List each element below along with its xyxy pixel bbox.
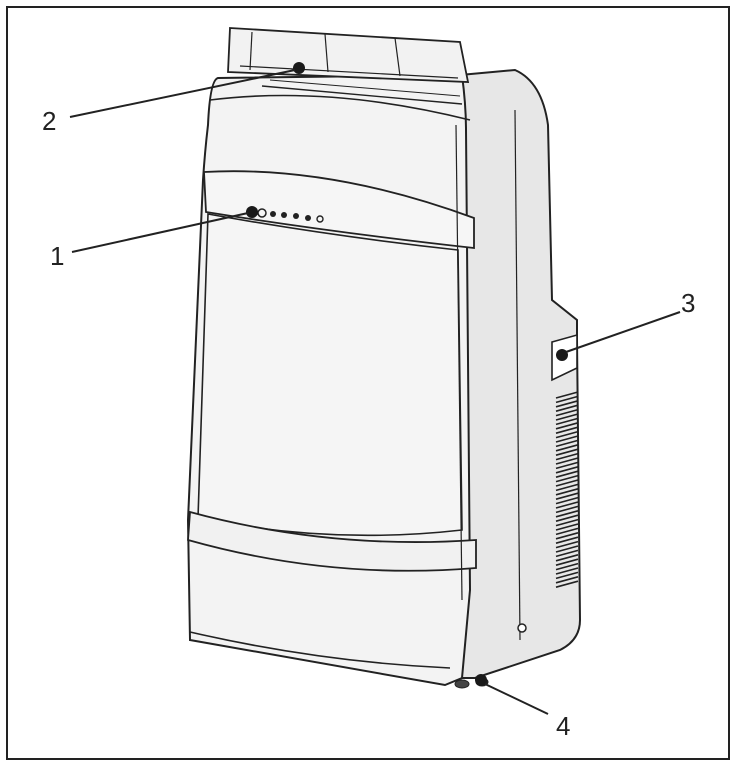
callout-4: 4 [475, 674, 570, 741]
callout-2: 2 [42, 62, 305, 136]
grille-slat [555, 536, 579, 544]
grille-slat [555, 571, 579, 580]
front-body [186, 73, 489, 689]
caster-wheel [454, 679, 470, 689]
grille-slat [555, 576, 579, 584]
grille-slat [555, 448, 579, 456]
grille-slat [555, 558, 579, 566]
control-panel-buttons [257, 208, 324, 223]
drain-plug-icon [517, 623, 527, 633]
grille-slat [555, 474, 579, 483]
grille-slat [555, 496, 579, 505]
grille-slat [555, 466, 579, 474]
grille-slat [555, 545, 579, 553]
grille-slat [555, 532, 579, 540]
grille-slat [555, 567, 579, 575]
grille-slat [555, 562, 579, 571]
grille-slat [555, 452, 579, 461]
grille-slat [555, 549, 579, 558]
grille-slat [555, 395, 579, 404]
grille-slat [555, 492, 579, 500]
grille-slat [555, 408, 579, 417]
grille-slat [555, 554, 579, 562]
grille-slat [555, 540, 579, 549]
grille-slat [555, 479, 579, 487]
grille-slat [555, 426, 579, 434]
callout-3-label: 3 [681, 288, 695, 318]
side-vent-grille [555, 391, 579, 588]
grille-slat [555, 439, 579, 448]
grille-slat [555, 417, 579, 426]
grille-slat [555, 470, 579, 478]
grille-slat [555, 457, 579, 465]
side-panel [458, 68, 582, 679]
grille-slat [555, 505, 579, 514]
grille-slat [555, 391, 579, 399]
grille-slat [555, 413, 579, 421]
grille-slat [555, 501, 579, 509]
grille-slat [555, 527, 579, 536]
callout-1-marker [246, 206, 258, 218]
grille-slat [555, 461, 579, 470]
grille-slat [555, 400, 579, 408]
callout-1-label: 1 [50, 241, 64, 271]
grille-slat [555, 523, 579, 531]
grille-slat [555, 422, 579, 430]
grille-slat [555, 483, 579, 492]
grille-slat [555, 444, 579, 452]
grille-slat [555, 435, 579, 443]
callout-3-marker [556, 349, 568, 361]
grille-slat [555, 404, 579, 412]
grille-slat [555, 488, 579, 496]
front-grille-panel [197, 213, 463, 537]
grille-slat [555, 580, 579, 588]
grille-slat [555, 514, 579, 522]
callout-2-label: 2 [42, 106, 56, 136]
grille-slat [555, 430, 579, 439]
callout-4-marker [475, 674, 487, 686]
top-air-outlet [227, 27, 470, 105]
callout-4-label: 4 [556, 711, 570, 741]
callout-1: 1 [50, 206, 258, 271]
grille-slat [555, 510, 579, 518]
control-panel-band [203, 170, 475, 250]
callout-2-marker [293, 62, 305, 74]
grille-slat [555, 518, 579, 527]
callout-3: 3 [556, 288, 695, 361]
lower-band [187, 510, 477, 572]
